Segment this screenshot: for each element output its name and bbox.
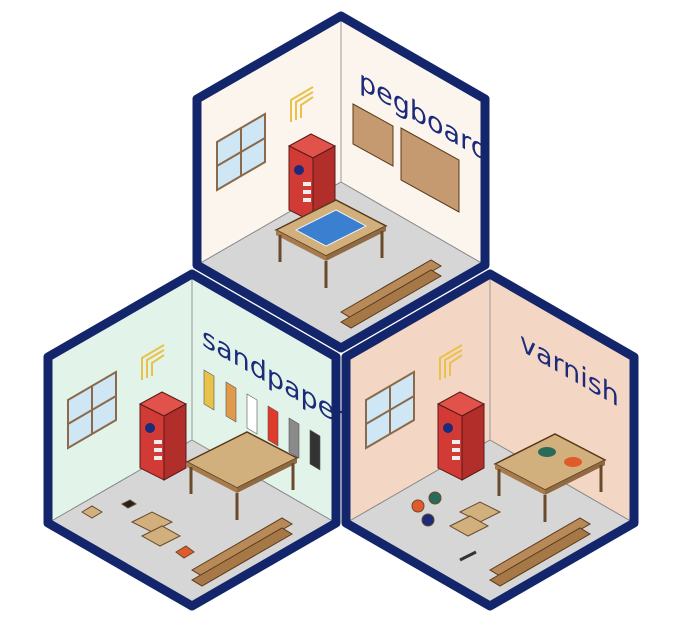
sandpaper-sticker: sandpaper [48, 274, 345, 606]
pegboard-sticker: pegboard [197, 16, 488, 348]
sandpaper-strips [203, 369, 321, 471]
varnish-sticker: varnish [346, 274, 634, 606]
pegboard-panels [352, 103, 460, 213]
